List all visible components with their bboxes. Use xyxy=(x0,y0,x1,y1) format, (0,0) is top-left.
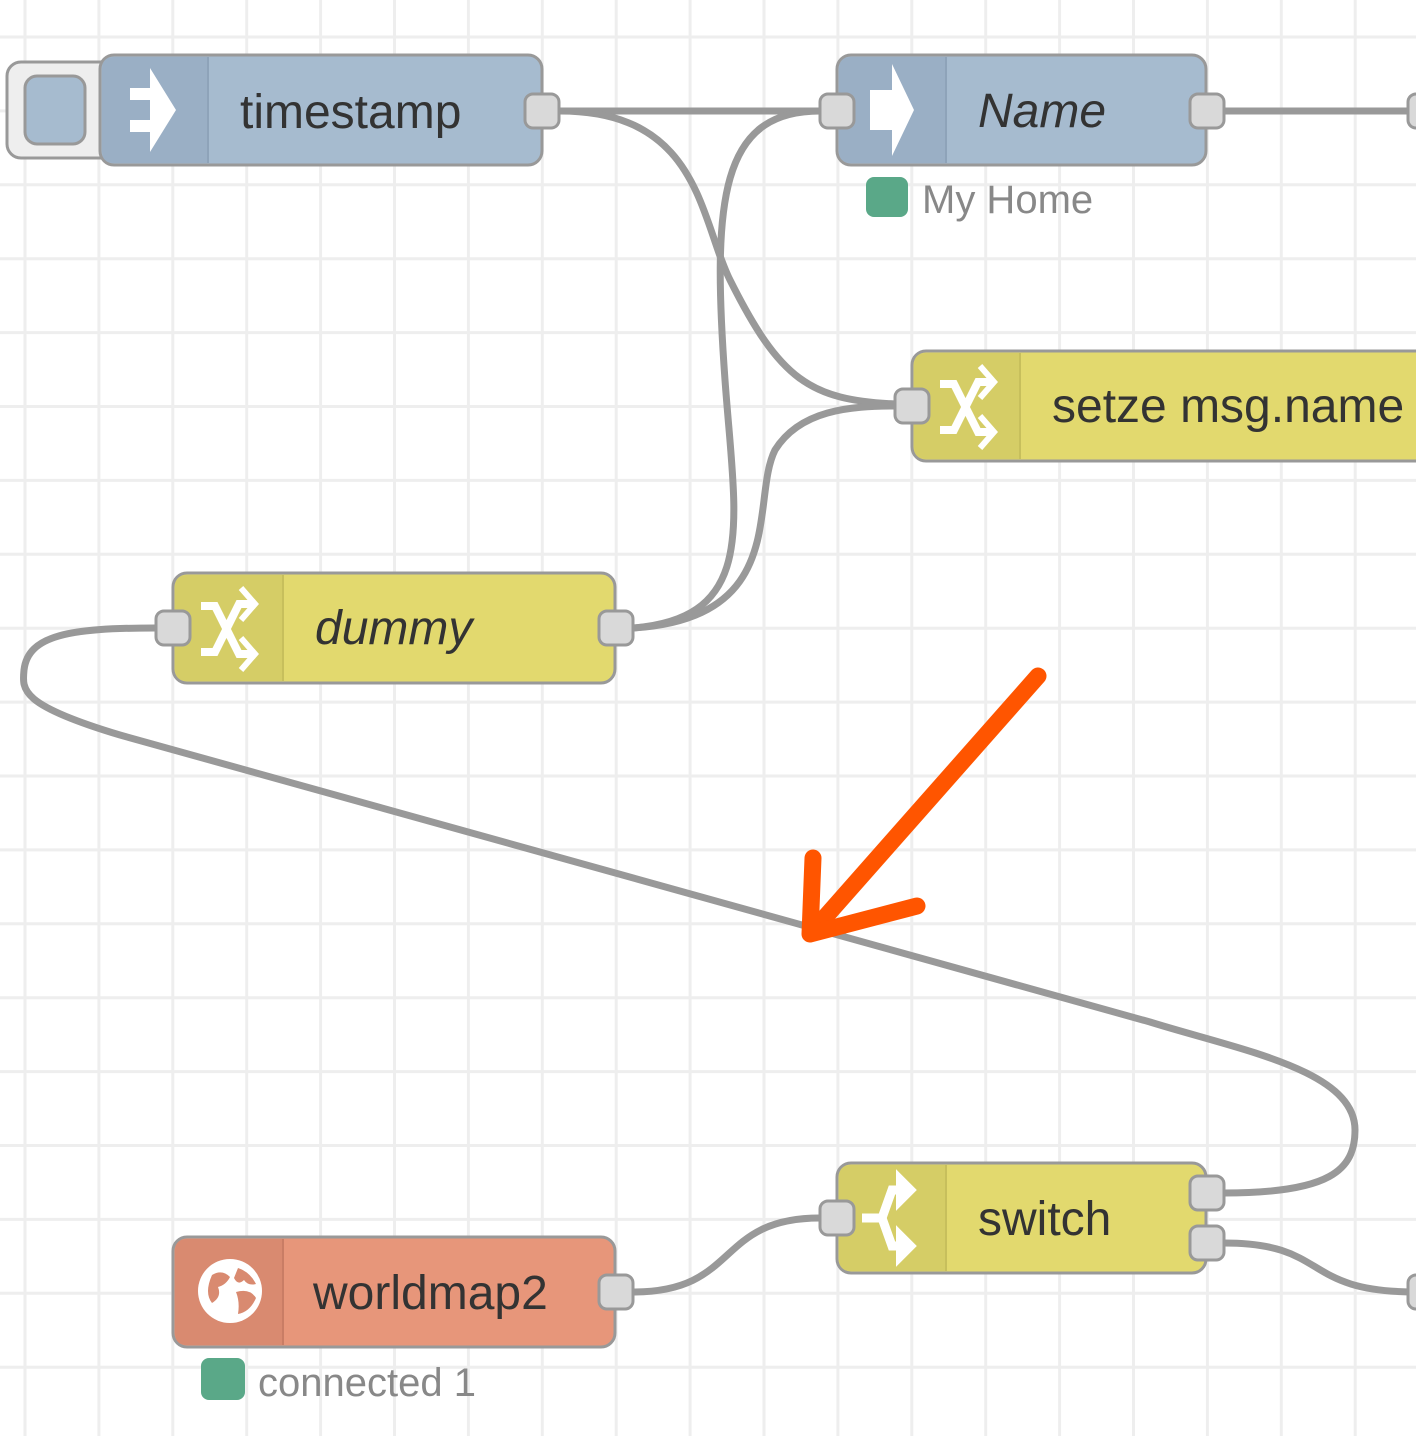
status-dot xyxy=(866,177,908,217)
node-worldmap2[interactable]: worldmap2 connected 1 xyxy=(171,1235,635,1405)
arrow-right-icon xyxy=(870,64,914,156)
wire-timestamp-setze[interactable] xyxy=(559,107,896,408)
status-dot xyxy=(201,1358,245,1400)
input-port[interactable] xyxy=(154,609,192,647)
wire-switch-right[interactable] xyxy=(1223,1239,1416,1296)
input-port[interactable] xyxy=(818,92,856,130)
globe-icon xyxy=(198,1259,262,1323)
node-label: dummy xyxy=(315,602,475,655)
node-switch[interactable]: switch xyxy=(818,1161,1226,1275)
wires xyxy=(19,107,1416,1296)
input-port[interactable] xyxy=(893,387,931,425)
node-label: Name xyxy=(978,85,1106,138)
output-port-1[interactable] xyxy=(1188,1174,1226,1212)
output-port[interactable] xyxy=(597,1273,635,1311)
output-port[interactable] xyxy=(1188,92,1226,130)
switch-branch-icon xyxy=(862,1169,917,1267)
wire-dummy-setze[interactable] xyxy=(632,402,896,632)
node-status: connected 1 xyxy=(258,1361,476,1405)
node-dummy[interactable]: dummy xyxy=(154,571,635,685)
offscreen-input-port[interactable] xyxy=(1406,92,1416,130)
arrow-annotation-icon xyxy=(801,667,1047,943)
node-label: switch xyxy=(978,1193,1111,1246)
node-setze[interactable]: setze msg.name xyxy=(893,349,1416,463)
wire-switch-dummy[interactable] xyxy=(19,624,1359,1197)
node-name[interactable]: Name My Home xyxy=(818,53,1226,222)
node-timestamp[interactable]: timestamp xyxy=(5,53,561,167)
offscreen-input-port[interactable] xyxy=(1406,1273,1416,1311)
shuffle-icon xyxy=(201,586,259,672)
node-label: setze msg.name xyxy=(1052,380,1404,433)
output-port-2[interactable] xyxy=(1188,1224,1226,1262)
output-port[interactable] xyxy=(597,609,635,647)
node-label: timestamp xyxy=(240,86,461,139)
inject-button-inner[interactable] xyxy=(23,74,87,146)
node-label: worldmap2 xyxy=(312,1267,548,1320)
wire-dummy-name[interactable] xyxy=(632,107,821,632)
inject-arrow-icon xyxy=(130,68,176,152)
shuffle-icon xyxy=(940,364,998,450)
output-port[interactable] xyxy=(523,92,561,130)
node-status: My Home xyxy=(922,178,1093,222)
input-port[interactable] xyxy=(818,1199,856,1237)
wire-worldmap2-switch[interactable] xyxy=(632,1214,821,1296)
